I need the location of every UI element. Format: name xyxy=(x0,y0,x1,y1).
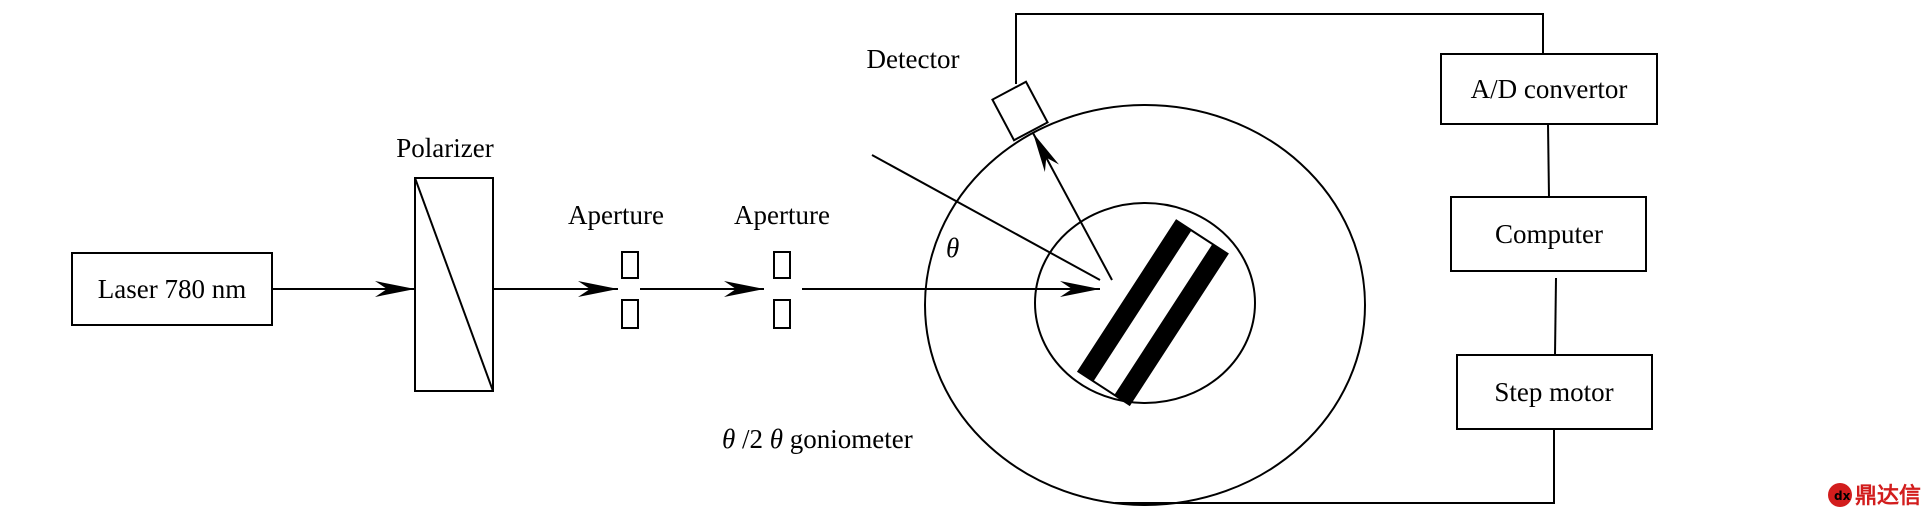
aperture-1: Aperture xyxy=(568,200,664,329)
watermark-text: 鼎达信 xyxy=(1855,483,1921,509)
goniometer-label: θ /2 θ goniometer xyxy=(722,424,913,454)
ad-convertor-label: A/D convertor xyxy=(1471,74,1628,104)
wire-motor-to-goniometer xyxy=(1115,429,1555,504)
goniometer-outer-ring xyxy=(924,104,1366,506)
sample-stage xyxy=(1034,202,1256,404)
polarizer-label: Polarizer xyxy=(396,133,493,163)
aperture-1-label: Aperture xyxy=(568,200,664,230)
aperture-2: Aperture xyxy=(734,200,830,329)
polarizer: Polarizer xyxy=(396,133,494,392)
theta-label: θ xyxy=(946,233,959,263)
sample xyxy=(1076,219,1229,407)
laser-source: Laser 780 nm xyxy=(71,252,273,326)
aperture-2-label: Aperture xyxy=(734,200,830,230)
watermark-badge-icon xyxy=(1828,483,1852,507)
ad-convertor: A/D convertor xyxy=(1440,53,1658,125)
detector: Detector xyxy=(867,44,1049,142)
goniometer-word: goniometer xyxy=(790,424,913,454)
laser-label: Laser 780 nm xyxy=(98,274,246,304)
beam-to-detector xyxy=(1032,132,1113,281)
computer: Computer xyxy=(1450,196,1647,272)
watermark-logo: dx 鼎达信 xyxy=(1828,483,1921,509)
goniometer-slash-2: /2 xyxy=(742,424,763,454)
wire-detector-to-ad xyxy=(1015,13,1544,84)
goniometer-theta-2: θ xyxy=(770,424,783,454)
detector-label: Detector xyxy=(867,44,960,74)
computer-label: Computer xyxy=(1495,219,1603,249)
goniometer-theta-1: θ xyxy=(722,424,735,454)
step-motor-label: Step motor xyxy=(1494,377,1613,407)
normal-line xyxy=(871,154,1101,281)
wire-ad-to-computer xyxy=(1547,123,1550,198)
wire-computer-to-motor xyxy=(1554,277,1557,356)
svg-text:dx: dx xyxy=(1834,489,1851,503)
step-motor: Step motor xyxy=(1456,354,1653,430)
